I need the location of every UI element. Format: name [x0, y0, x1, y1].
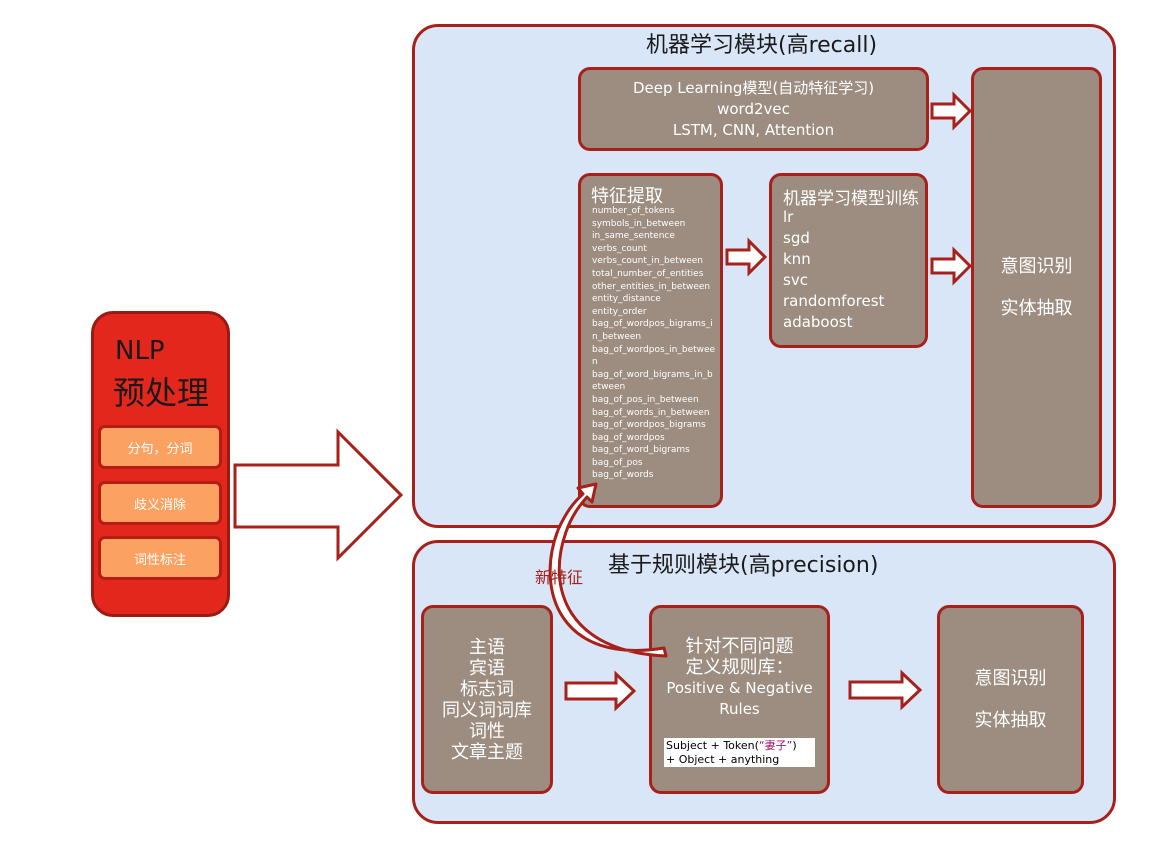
feature-extraction-box [578, 173, 723, 508]
deep-learning-box: Deep Learning模型(自动特征学习) word2vec LSTM, C… [578, 67, 929, 151]
deep-learning-line2: word2vec [717, 99, 790, 118]
feature-item: bag_of_wordpos_bigrams [592, 420, 706, 431]
ml-output-box: 意图识别 实体抽取 [971, 67, 1102, 508]
rule-module-title: 基于规则模块(高precision) [608, 553, 879, 578]
feature-item: bag_of_pos_in_between [592, 394, 699, 405]
feature-item: entity_order [592, 306, 647, 317]
model-item: randomforest [783, 292, 885, 310]
big-arrow-right-icon [233, 428, 404, 562]
arrow-dl-to-output-icon [930, 91, 973, 131]
rule-library-line3: Positive & Negative [666, 679, 813, 697]
rule-library-line2: 定义规则库： [685, 657, 794, 678]
feature-item: in_same_sentence [592, 231, 675, 242]
rule-example-part1: Subject + Token( [666, 739, 759, 752]
rule-library-line1: 针对不同问题 [685, 636, 794, 657]
feature-item: verbs_count_in_between [592, 256, 703, 267]
model-list: lr sgd knn svc randomforest adaboost [783, 207, 884, 333]
feature-item: number_of_tokens [592, 206, 675, 216]
feature-item: bag_of_pos [592, 457, 643, 468]
feature-item: symbols_in_between [592, 218, 686, 229]
rule-example-quoted: “妻子” [758, 739, 793, 752]
nlp-title-line2: 预处理 [113, 374, 210, 412]
rule-library-text: 针对不同问题 定义规则库： Positive & Negative Rules [649, 636, 830, 720]
ml-module-title: 机器学习模块(高recall) [646, 33, 878, 58]
arrow-training-to-output-icon [930, 246, 973, 286]
arrow-input-to-rules-icon [564, 670, 637, 712]
rule-example-part2: ) [792, 739, 797, 752]
feature-item: bag_of_words_in_between [592, 407, 710, 418]
model-item: sgd [783, 229, 810, 247]
rule-output-entity: 实体抽取 [974, 709, 1047, 731]
model-item: lr [783, 208, 794, 226]
nlp-item-pos-tagging: 词性标注 [98, 536, 222, 580]
new-feature-label: 新特征 [535, 568, 584, 587]
ml-output-entity: 实体抽取 [1000, 297, 1073, 319]
rule-library-line4: Rules [719, 700, 760, 718]
rule-output-intent: 意图识别 [974, 667, 1047, 689]
deep-learning-line3: LSTM, CNN, Attention [672, 120, 835, 139]
feature-item: bag_of_word_bigrams_in_between [592, 369, 713, 393]
model-item: svc [783, 271, 808, 289]
model-item: knn [783, 250, 811, 268]
feature-item: verbs_count [592, 243, 647, 254]
rule-input-item: 同义词词库 [442, 699, 532, 721]
rule-input-box: 主语 宾语 标志词 同义词词库 词性 文章主题 [421, 605, 553, 794]
nlp-item-disambiguation: 歧义消除 [98, 481, 222, 525]
feature-item: bag_of_wordpos_bigrams_in_between [592, 319, 713, 342]
feature-item: bag_of_word_bigrams [592, 445, 690, 456]
feature-item: other_entities_in_between [592, 281, 711, 292]
model-training-title: 机器学习模型训练 [783, 189, 919, 209]
feature-item: bag_of_wordpos [592, 432, 665, 443]
nlp-title-line1: NLP [115, 336, 165, 366]
rule-example-line2: + Object + anything [666, 753, 780, 766]
feature-item: total_number_of_entities [592, 268, 704, 279]
deep-learning-line1: Deep Learning模型(自动特征学习) [632, 78, 875, 97]
rule-output-box: 意图识别 实体抽取 [937, 605, 1084, 794]
nlp-item-segmentation: 分句，分词 [98, 425, 222, 469]
model-item: adaboost [783, 313, 853, 331]
feature-item: bag_of_wordpos_in_between [592, 344, 716, 368]
rule-input-item: 宾语 [469, 657, 505, 679]
arrow-rules-to-output-icon [848, 669, 923, 711]
feature-item: entity_distance [592, 294, 661, 305]
feature-item: bag_of_words [592, 470, 654, 481]
feature-list: number_of_tokens symbols_in_between in_s… [592, 205, 718, 482]
arrow-features-to-training-icon [725, 237, 768, 277]
rule-input-item: 标志词 [460, 678, 514, 700]
feature-extraction-title: 特征提取 [591, 186, 663, 207]
new-feature-curve-arrow-icon [548, 482, 668, 658]
rule-input-item: 主语 [469, 636, 505, 658]
ml-output-intent: 意图识别 [1000, 255, 1073, 277]
rule-example: Subject + Token(“妻子”) + Object + anythin… [664, 738, 815, 767]
rule-input-item: 文章主题 [451, 741, 523, 763]
rule-input-item: 词性 [469, 720, 505, 742]
model-training-box [769, 173, 928, 348]
